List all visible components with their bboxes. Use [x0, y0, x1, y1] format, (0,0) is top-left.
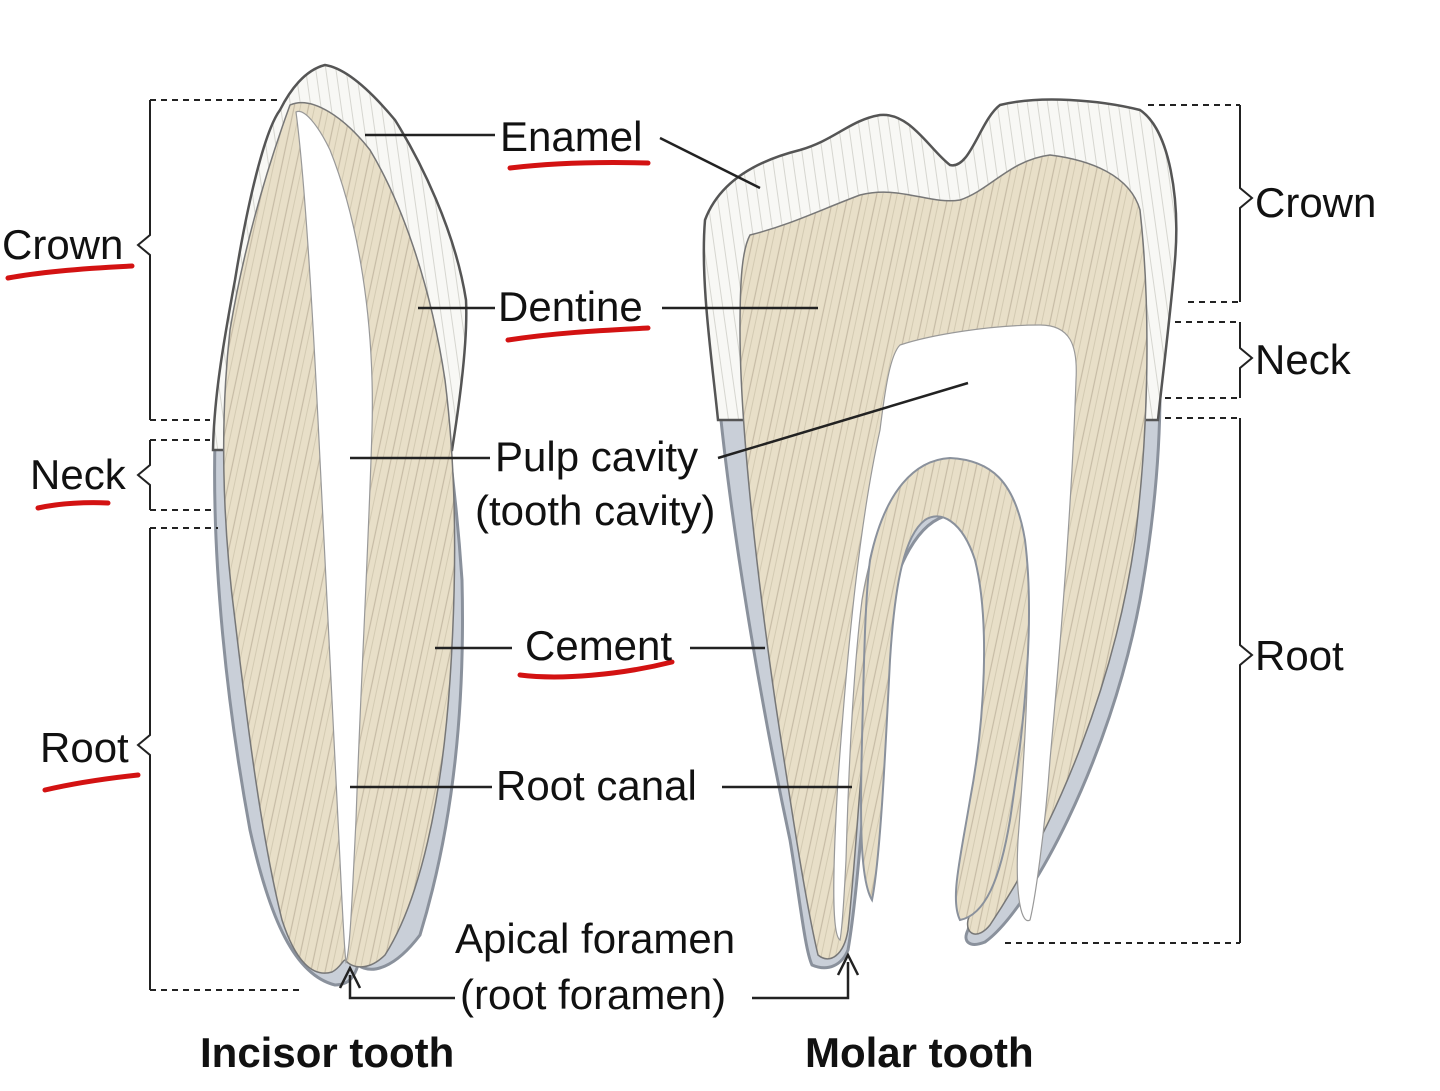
underline-dentine	[505, 325, 651, 343]
underline-root	[42, 772, 141, 793]
handwritten-underlines	[5, 160, 675, 793]
enamel-leader-right	[659, 136, 761, 190]
incisor-caption: Incisor tooth	[200, 1029, 455, 1076]
left-root-label: Root	[40, 724, 129, 771]
underline-neck	[35, 500, 111, 511]
root-foramen-label: (root foramen)	[460, 971, 727, 1018]
left-crown-bracket	[136, 100, 151, 420]
pulp-cavity-label: Pulp cavity	[495, 433, 699, 480]
dentine-label: Dentine	[498, 283, 643, 330]
molar-interradicular	[860, 456, 1031, 922]
pulp-leader-right	[717, 381, 969, 460]
right-crown-bracket	[1239, 105, 1254, 302]
underline-enamel	[507, 160, 651, 171]
left-brackets	[136, 99, 300, 991]
right-crown-label: Crown	[1255, 179, 1377, 226]
left-neck-bracket	[136, 440, 151, 510]
root-canal-label: Root canal	[496, 762, 697, 809]
right-root-label: Root	[1255, 632, 1344, 679]
right-neck-label: Neck	[1255, 336, 1351, 383]
apical-leader-right	[752, 962, 850, 1000]
apical-arrow-right	[836, 952, 860, 976]
tooth-cavity-label: (tooth cavity)	[475, 487, 716, 534]
apical-arrow-left	[338, 965, 362, 989]
molar-tooth	[702, 98, 1178, 970]
right-brackets	[1005, 104, 1254, 944]
apical-foramen-label: Apical foramen	[455, 915, 736, 962]
left-crown-label: Crown	[2, 221, 124, 268]
apical-leader-left	[348, 975, 455, 1000]
right-root-bracket	[1239, 418, 1254, 943]
left-root-bracket	[136, 528, 151, 990]
right-neck-bracket	[1239, 322, 1254, 398]
leader-lines	[338, 133, 969, 1000]
molar-caption: Molar tooth	[805, 1029, 1034, 1076]
incisor-pulp	[295, 110, 373, 965]
cement-label: Cement	[525, 622, 673, 669]
underline-crown	[5, 263, 135, 281]
incisor-tooth	[211, 63, 468, 987]
left-neck-label: Neck	[30, 451, 126, 498]
enamel-label: Enamel	[500, 113, 643, 160]
molar-dentine	[739, 154, 1148, 960]
underline-cement	[517, 659, 675, 680]
